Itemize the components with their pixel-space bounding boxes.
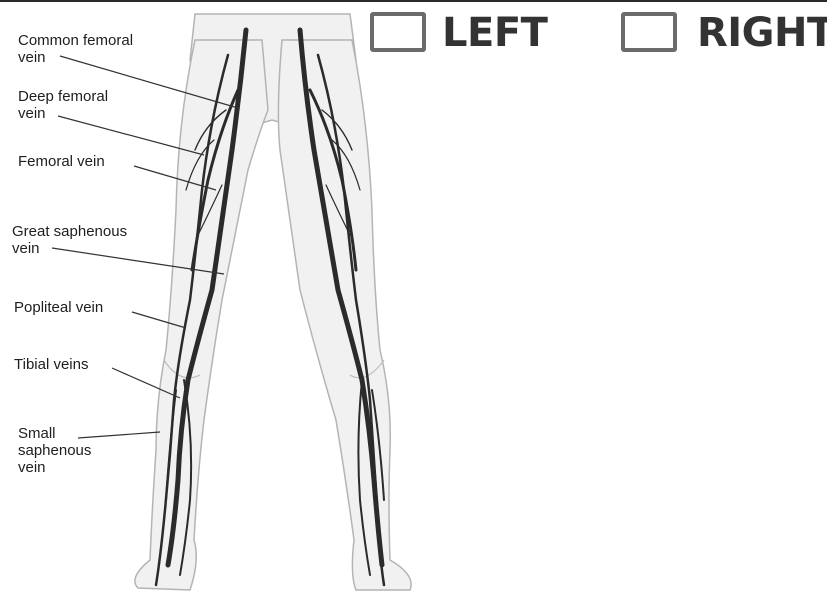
right-checkbox[interactable]	[621, 12, 677, 52]
label-line: Common femoral	[18, 32, 133, 49]
label-line: Small	[18, 425, 91, 442]
label-line: Femoral vein	[18, 153, 105, 170]
label-line: vein	[18, 105, 108, 122]
left-checkbox[interactable]	[370, 12, 426, 52]
label-common-femoral-vein: Common femoral vein	[18, 32, 133, 66]
label-femoral-vein: Femoral vein	[18, 153, 105, 170]
label-line: saphenous	[18, 442, 91, 459]
label-line: Great saphenous	[12, 223, 127, 240]
label-line: vein	[18, 459, 91, 476]
label-great-saphenous-vein: Great saphenous vein	[12, 223, 127, 257]
left-leg-outline	[135, 40, 268, 590]
label-line: Deep femoral	[18, 88, 108, 105]
right-option-label[interactable]: RIGHT	[697, 10, 827, 56]
label-tibial-veins: Tibial veins	[14, 356, 88, 373]
label-popliteal-vein: Popliteal vein	[14, 299, 103, 316]
left-option-label[interactable]: LEFT	[442, 10, 547, 56]
label-small-saphenous-vein: Small saphenous vein	[18, 425, 91, 476]
label-line: Tibial veins	[14, 356, 88, 373]
label-deep-femoral-vein: Deep femoral vein	[18, 88, 108, 122]
label-line: vein	[12, 240, 127, 257]
label-line: Popliteal vein	[14, 299, 103, 316]
label-line: vein	[18, 49, 133, 66]
